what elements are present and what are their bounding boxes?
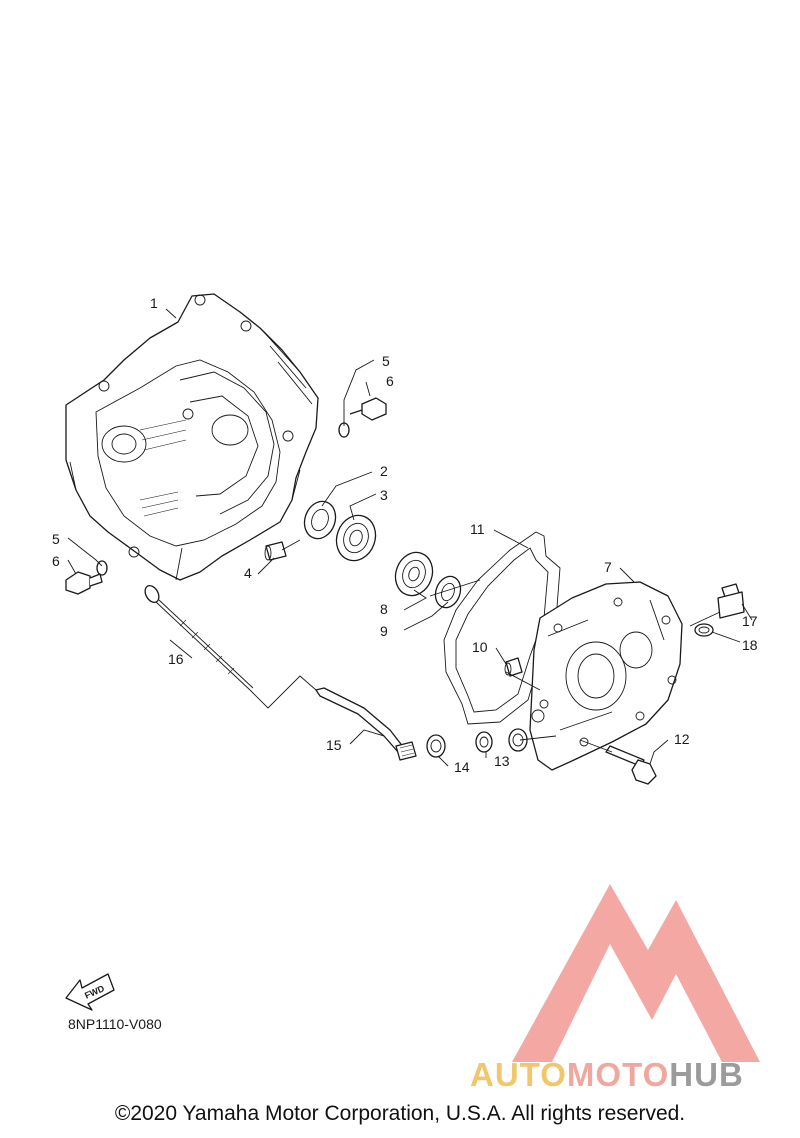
callout-18: 18	[742, 637, 758, 653]
callout-10: 10	[472, 639, 488, 655]
callout-9: 9	[380, 623, 388, 639]
callout-15: 15	[326, 737, 342, 753]
oil-pipe-15	[315, 687, 417, 761]
callout-5-upper: 5	[382, 353, 390, 369]
oil-seal-2	[303, 500, 337, 540]
washer-13	[475, 731, 493, 753]
dipstick-16	[144, 584, 254, 691]
callout-14: 14	[454, 759, 470, 775]
callout-8: 8	[380, 601, 388, 617]
leader-lines	[67, 308, 753, 767]
callout-12: 12	[674, 731, 690, 747]
callout-7: 7	[604, 559, 612, 575]
bushing-14	[426, 734, 446, 758]
fwd-arrow-icon: FWD	[65, 973, 115, 1011]
washer-5-lower	[96, 560, 108, 576]
callout-6-lower: 6	[52, 553, 60, 569]
callout-17: 17	[742, 613, 758, 629]
callout-11: 11	[470, 521, 485, 537]
callout-5-lower: 5	[52, 531, 60, 547]
watermark-moto: MOTO	[566, 1056, 670, 1093]
copyright-notice: ©2020 Yamaha Motor Corporation, U.S.A. A…	[114, 1102, 686, 1125]
drawing-code: 8NP1110-V080	[68, 1016, 162, 1032]
bearing-3	[335, 514, 377, 562]
bolt-12	[605, 745, 657, 785]
callout-13: 13	[494, 753, 510, 769]
callout-labels: 1 2 3 4 5 5 6 6 7 8 9 10 11 12 13 14 15 …	[52, 295, 758, 775]
bolt-6-lower	[65, 571, 103, 595]
watermark-logo	[512, 884, 760, 1062]
callout-16: 16	[168, 651, 184, 667]
seal-ring	[508, 728, 528, 752]
dowel-pin-4	[264, 541, 287, 561]
watermark-hub: HUB	[669, 1056, 744, 1093]
callout-3: 3	[380, 487, 388, 503]
crankcase-1	[65, 293, 319, 581]
gasket-11	[443, 531, 561, 725]
crankcase-cover-7	[529, 581, 683, 771]
watermark-auto: AUTO	[470, 1056, 567, 1093]
bearing-8	[394, 551, 434, 597]
bolt-6-upper	[349, 397, 387, 421]
callout-1: 1	[150, 295, 158, 311]
plug-bolt-17	[717, 583, 745, 619]
callout-2: 2	[380, 463, 388, 479]
o-ring-18	[694, 623, 714, 637]
callout-6-upper: 6	[386, 373, 394, 389]
dowel-pin-10	[504, 657, 523, 677]
watermark-wordmark: AUTOMOTOHUB	[470, 1056, 744, 1094]
callout-4: 4	[244, 565, 252, 581]
